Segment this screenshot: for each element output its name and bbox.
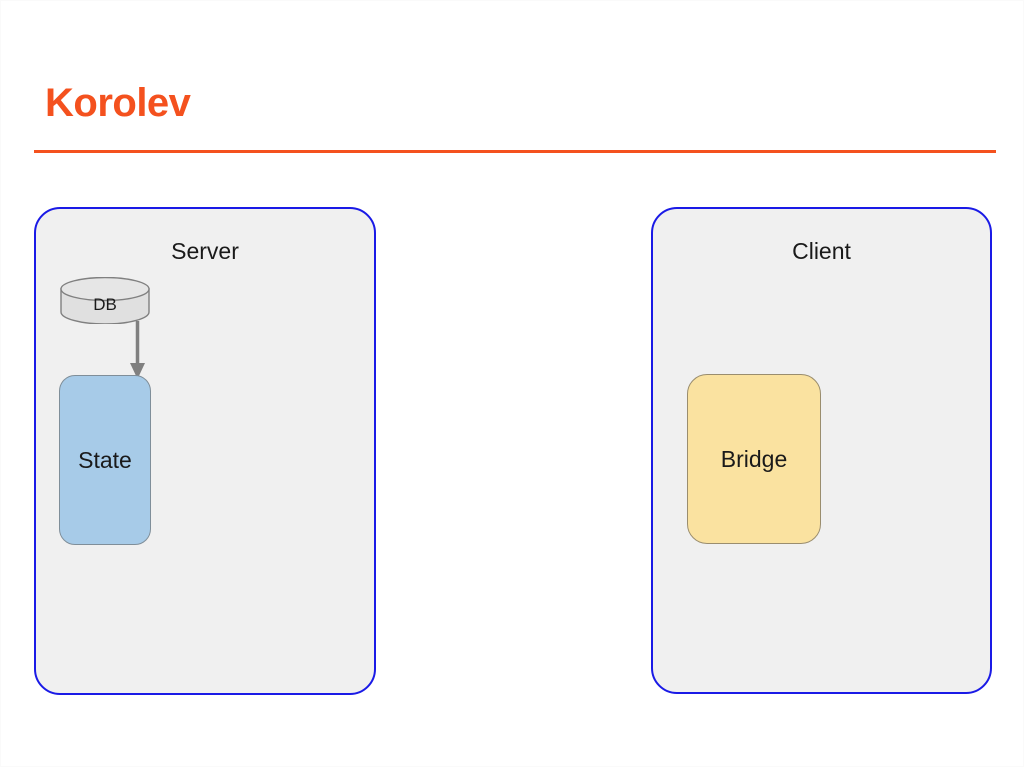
client-zone-label: Client [792, 238, 851, 264]
down-arrow-icon [130, 321, 145, 379]
server-zone: Server DB State [34, 207, 376, 695]
client-zone: Client Bridge [651, 207, 992, 694]
state-node-label: State [78, 447, 132, 473]
title-divider [34, 150, 996, 153]
server-zone-label: Server [171, 238, 239, 264]
db-node[interactable]: DB [60, 277, 150, 324]
state-node[interactable]: State [59, 375, 151, 545]
bridge-node-label: Bridge [720, 446, 788, 472]
database-icon [60, 277, 150, 324]
page-title: Korolev [45, 81, 191, 125]
bridge-node[interactable]: Bridge [687, 374, 821, 544]
db-to-state-arrow [98, 321, 178, 383]
db-node-label: DB [93, 295, 117, 314]
